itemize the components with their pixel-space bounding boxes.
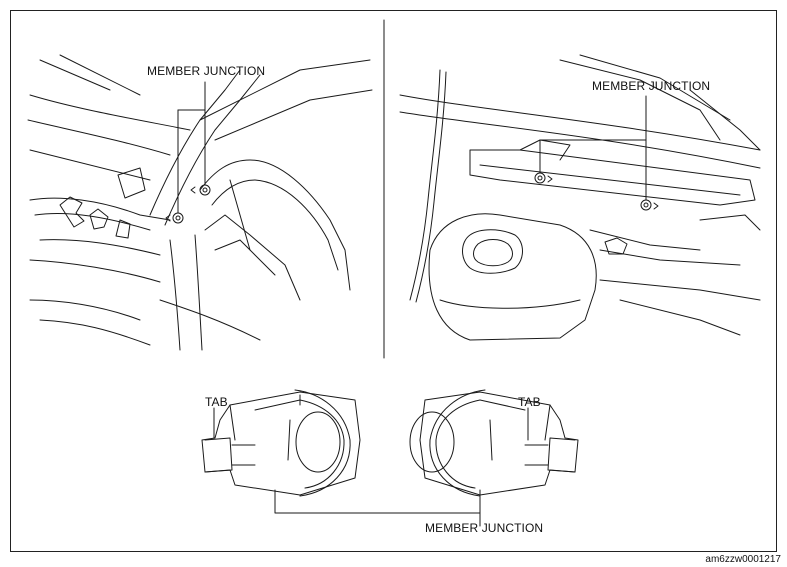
left-member-junction-label: MEMBER JUNCTION bbox=[147, 64, 266, 78]
figure-code: am6zzw0001217 bbox=[705, 554, 781, 565]
right-member-junction-label: MEMBER JUNCTION bbox=[592, 79, 711, 93]
tab-left-label: TAB bbox=[205, 395, 228, 409]
left-vehicle-illustration bbox=[27, 54, 373, 351]
tab-right-label: TAB bbox=[518, 395, 541, 409]
diagram-frame bbox=[10, 10, 777, 552]
right-connector-illustration bbox=[409, 389, 579, 497]
bottom-leader-bracket bbox=[274, 489, 481, 514]
bottom-member-junction-label: MEMBER JUNCTION bbox=[425, 521, 544, 535]
right-vehicle-illustration bbox=[399, 54, 761, 341]
left-connector-illustration bbox=[201, 389, 361, 497]
